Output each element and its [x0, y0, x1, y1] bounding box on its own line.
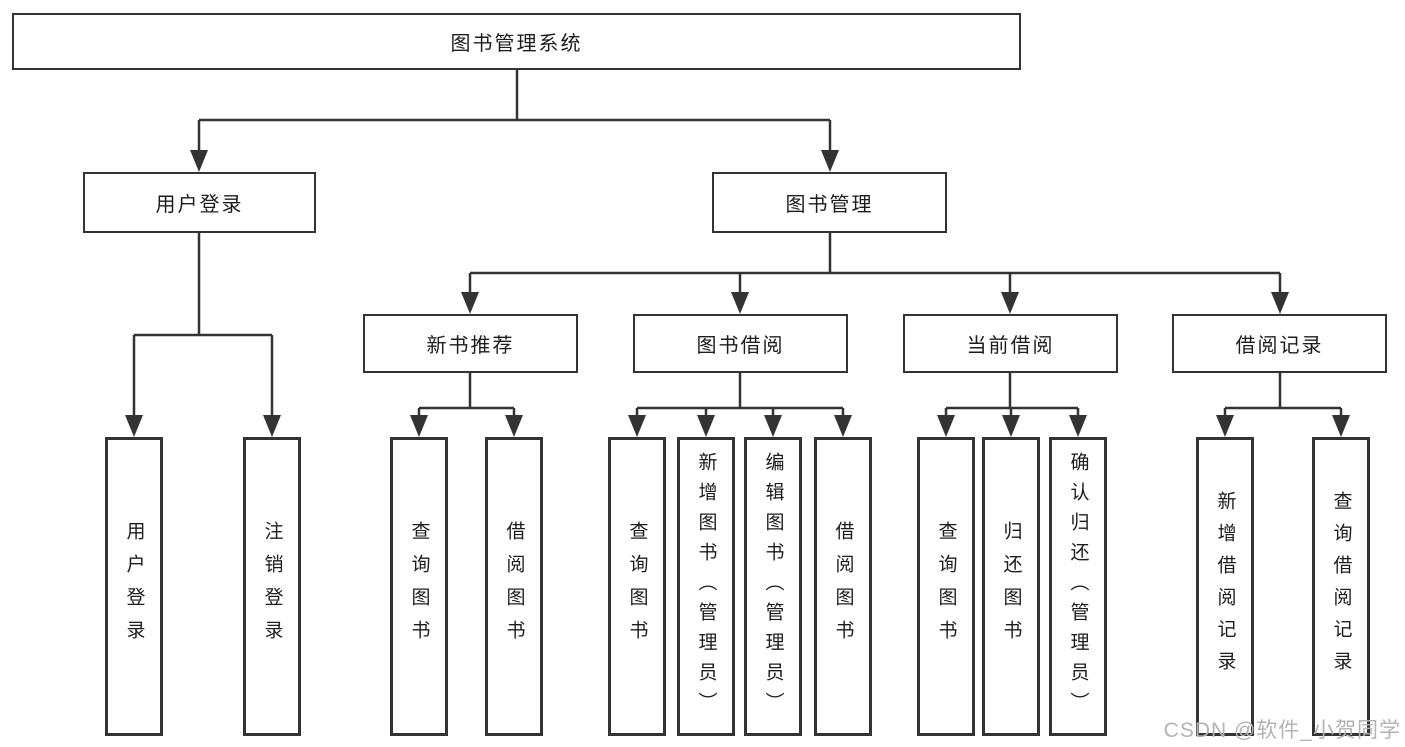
leaf-borrow-books: 借阅图书 [814, 437, 872, 736]
leaf-add-borrow-record: 新增借阅记录 [1196, 437, 1254, 736]
node-borrow-records: 借阅记录 [1172, 314, 1387, 373]
leaf-label: 归还图书 [1000, 520, 1022, 653]
leaf-add-books-admin: 新增图书（管理员） [677, 437, 735, 736]
node-label: 图书管理系统 [450, 33, 583, 55]
node-new-book-recommend: 新书推荐 [363, 314, 578, 373]
leaf-label: 借阅图书 [832, 520, 854, 653]
node-label: 当前借阅 [966, 335, 1055, 357]
leaf-return-books: 归还图书 [982, 437, 1040, 736]
node-book-management: 图书管理 [712, 172, 947, 233]
csdn-watermark: CSDN @软件_小贺同学 [1163, 719, 1401, 742]
node-label: 图书借阅 [696, 335, 785, 357]
leaf-user-login: 用户登录 [105, 437, 163, 736]
arrowheads [125, 150, 1350, 437]
leaf-edit-books-admin: 编辑图书（管理员） [744, 437, 802, 736]
node-label: 用户登录 [155, 194, 244, 216]
leaf-label: 用户登录 [123, 520, 145, 653]
leaf-label: 查询借阅记录 [1330, 490, 1352, 683]
node-current-borrow: 当前借阅 [903, 314, 1118, 373]
leaf-query-books-recommend: 查询图书 [390, 437, 448, 736]
node-label: 新书推荐 [426, 335, 515, 357]
tree-edges [132, 70, 1343, 417]
node-root-system: 图书管理系统 [12, 13, 1021, 70]
leaf-label: 新增借阅记录 [1214, 490, 1236, 683]
leaf-confirm-return-admin: 确认归还（管理员） [1049, 437, 1107, 736]
leaf-label: 编辑图书（管理员） [762, 451, 784, 722]
leaf-label: 新增图书（管理员） [695, 451, 717, 722]
node-user-login: 用户登录 [83, 172, 316, 233]
leaf-query-borrow-record: 查询借阅记录 [1312, 437, 1370, 736]
node-label: 图书管理 [785, 194, 874, 216]
node-label: 借阅记录 [1235, 335, 1324, 357]
leaf-label: 注销登录 [261, 520, 283, 653]
leaf-label: 查询图书 [935, 520, 957, 653]
leaf-label: 借阅图书 [503, 520, 525, 653]
leaf-label: 确认归还（管理员） [1067, 451, 1089, 722]
leaf-borrow-books-recommend: 借阅图书 [485, 437, 543, 736]
leaf-label: 查询图书 [408, 520, 430, 653]
leaf-query-books-borrow: 查询图书 [608, 437, 666, 736]
node-book-borrow: 图书借阅 [633, 314, 848, 373]
leaf-label: 查询图书 [626, 520, 648, 653]
leaf-logout: 注销登录 [243, 437, 301, 736]
leaf-query-books-current: 查询图书 [917, 437, 975, 736]
